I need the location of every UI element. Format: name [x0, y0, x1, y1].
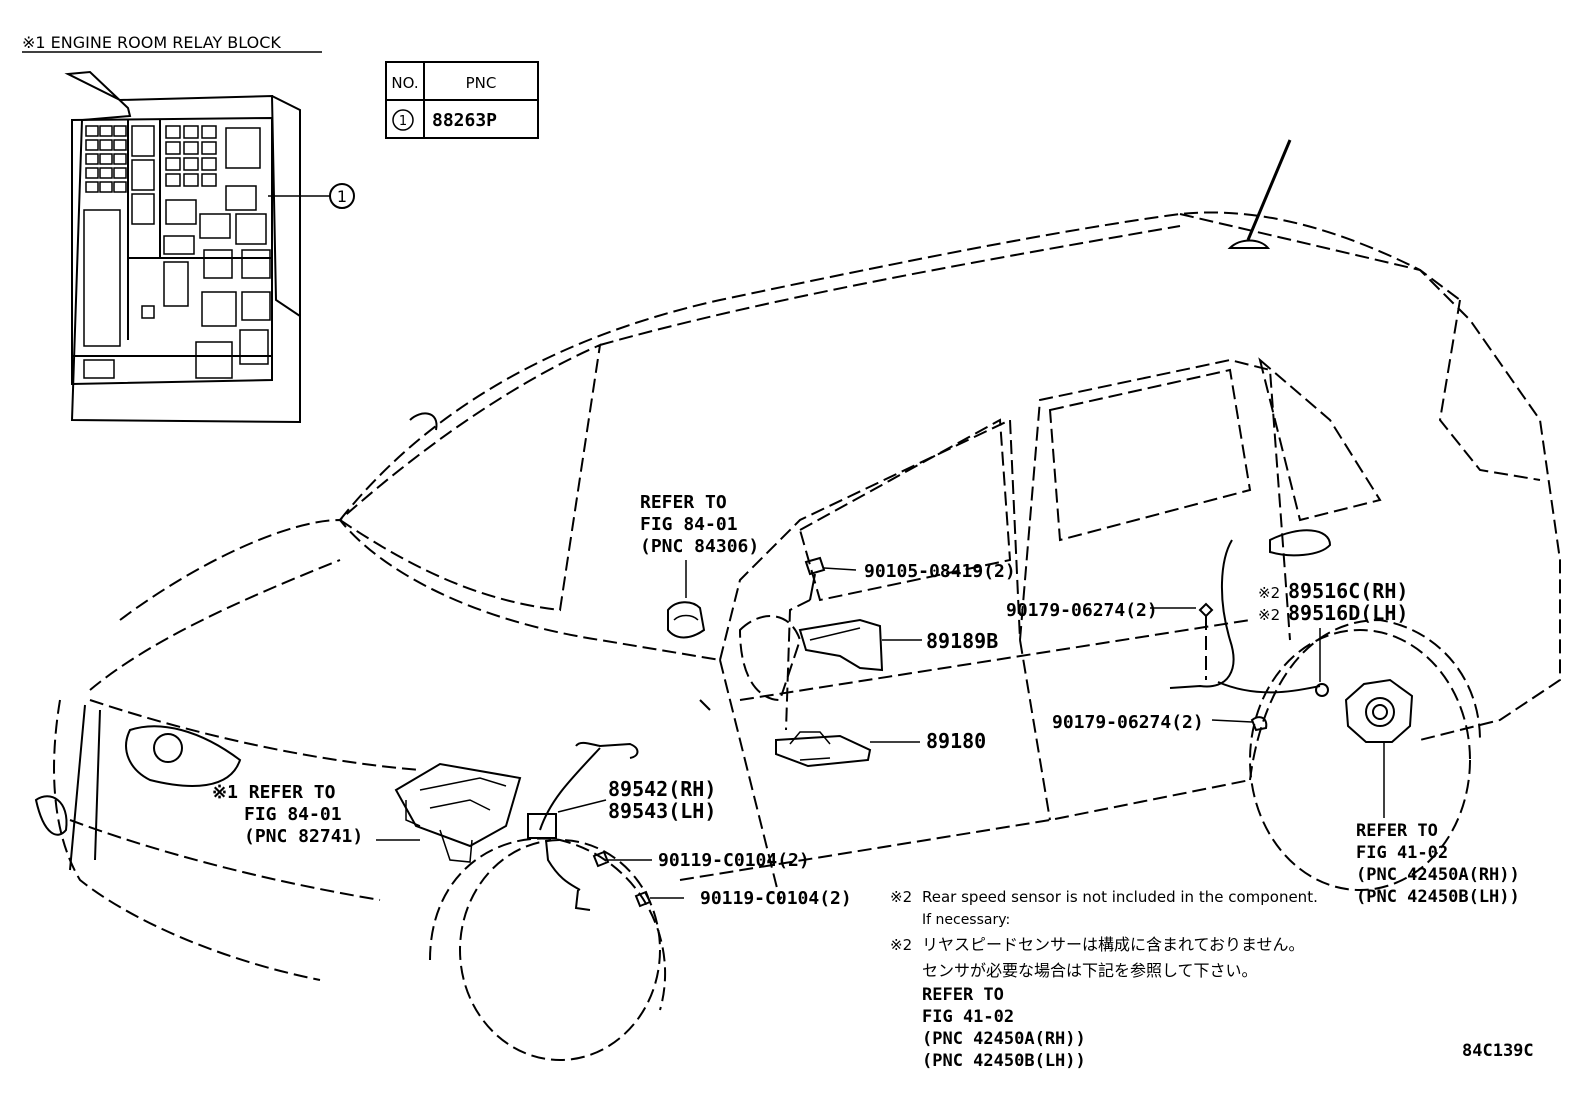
rear-speed-sensor-harness — [1150, 539, 1329, 732]
sensor-bracket-89180 — [775, 731, 920, 768]
inset-title: ※1 ENGINE ROOM RELAY BLOCK — [22, 33, 281, 52]
label-refer-42450: REFER TO FIG 41-02 (PNC 42450A(RH)) (PNC… — [1356, 821, 1520, 907]
note1b-text: If necessary: — [922, 912, 1010, 928]
label-line: ※1 REFER TO — [212, 782, 336, 803]
label-line: (PNC 82741) — [244, 826, 363, 847]
label-89189b: 89189B — [926, 629, 998, 653]
label-89180: 89180 — [926, 729, 986, 753]
label-line: (PNC 42450B(LH)) — [1356, 887, 1520, 907]
label-89543: 89543(LH) — [608, 799, 716, 823]
label-line: FIG 84-01 — [640, 514, 738, 535]
bolt-90105 — [785, 556, 857, 731]
vehicle-outline — [34, 139, 1561, 1061]
label-line: FIG 84-01 — [244, 804, 342, 825]
rear-hub-bearing — [1344, 678, 1414, 818]
note-refer-line: (PNC 42450B(LH)) — [922, 1051, 1086, 1071]
callout-1-label: 1 — [337, 187, 347, 206]
abs-actuator — [394, 762, 522, 863]
label-90179-a: 90179-06274(2) — [1006, 600, 1158, 621]
bracket-cover-89189b — [798, 618, 922, 672]
note2-text: リヤスピードセンサーは構成に含まれておりません。 — [922, 935, 1305, 954]
table-row-pnc: 88263P — [432, 110, 497, 131]
note1-text: Rear speed sensor is not included in the… — [922, 888, 1318, 906]
label-89516d: 89516D(LH) — [1288, 601, 1408, 625]
table-header-no: NO. — [391, 74, 418, 92]
footnotes: ※2 Rear speed sensor is not included in … — [890, 888, 1318, 1071]
mark-89516d: ※2 — [1258, 606, 1280, 624]
label-90105: 90105-08419(2) — [864, 561, 1016, 582]
label-90119-a: 90119-C0104(2) — [658, 850, 810, 871]
label-89516c: 89516C(RH) — [1288, 579, 1408, 603]
label-refer-82741: ※1 REFER TO FIG 84-01 (PNC 82741) — [212, 782, 363, 847]
note-refer-line: REFER TO — [922, 985, 1004, 1005]
label-line: (PNC 42450A(RH)) — [1356, 865, 1520, 885]
label-line: REFER TO — [640, 492, 727, 513]
note-refer-line: FIG 41-02 — [922, 1007, 1014, 1027]
bolts-90119 — [592, 850, 684, 908]
label-line: FIG 41-02 — [1356, 843, 1448, 863]
front-speed-sensor — [527, 741, 639, 911]
figure-id: 84C139C — [1462, 1041, 1534, 1061]
note-refer-line: (PNC 42450A(RH)) — [922, 1029, 1086, 1049]
note2-mark: ※2 — [890, 936, 912, 954]
note1-mark: ※2 — [890, 888, 912, 906]
callout-1-circle — [329, 183, 355, 209]
label-refer-84306: REFER TO FIG 84-01 (PNC 84306) — [640, 492, 759, 557]
table-header-pnc: PNC — [466, 74, 497, 92]
mark-89516c: ※2 — [1258, 584, 1280, 602]
note2b-text: センサが必要な場合は下記を参照して下さい。 — [922, 961, 1258, 980]
label-89542: 89542(RH) — [608, 777, 716, 801]
table-row-no: 1 — [399, 114, 407, 129]
steering-sensor — [667, 560, 706, 639]
label-90119-b: 90119-C0104(2) — [700, 888, 852, 909]
relay-block-drawing: 1 — [64, 70, 355, 424]
label-line: REFER TO — [1356, 821, 1438, 841]
pnc-table: NO. PNC 1 88263P — [385, 61, 539, 139]
label-line: (PNC 84306) — [640, 536, 759, 557]
label-90179-b: 90179-06274(2) — [1052, 712, 1204, 733]
